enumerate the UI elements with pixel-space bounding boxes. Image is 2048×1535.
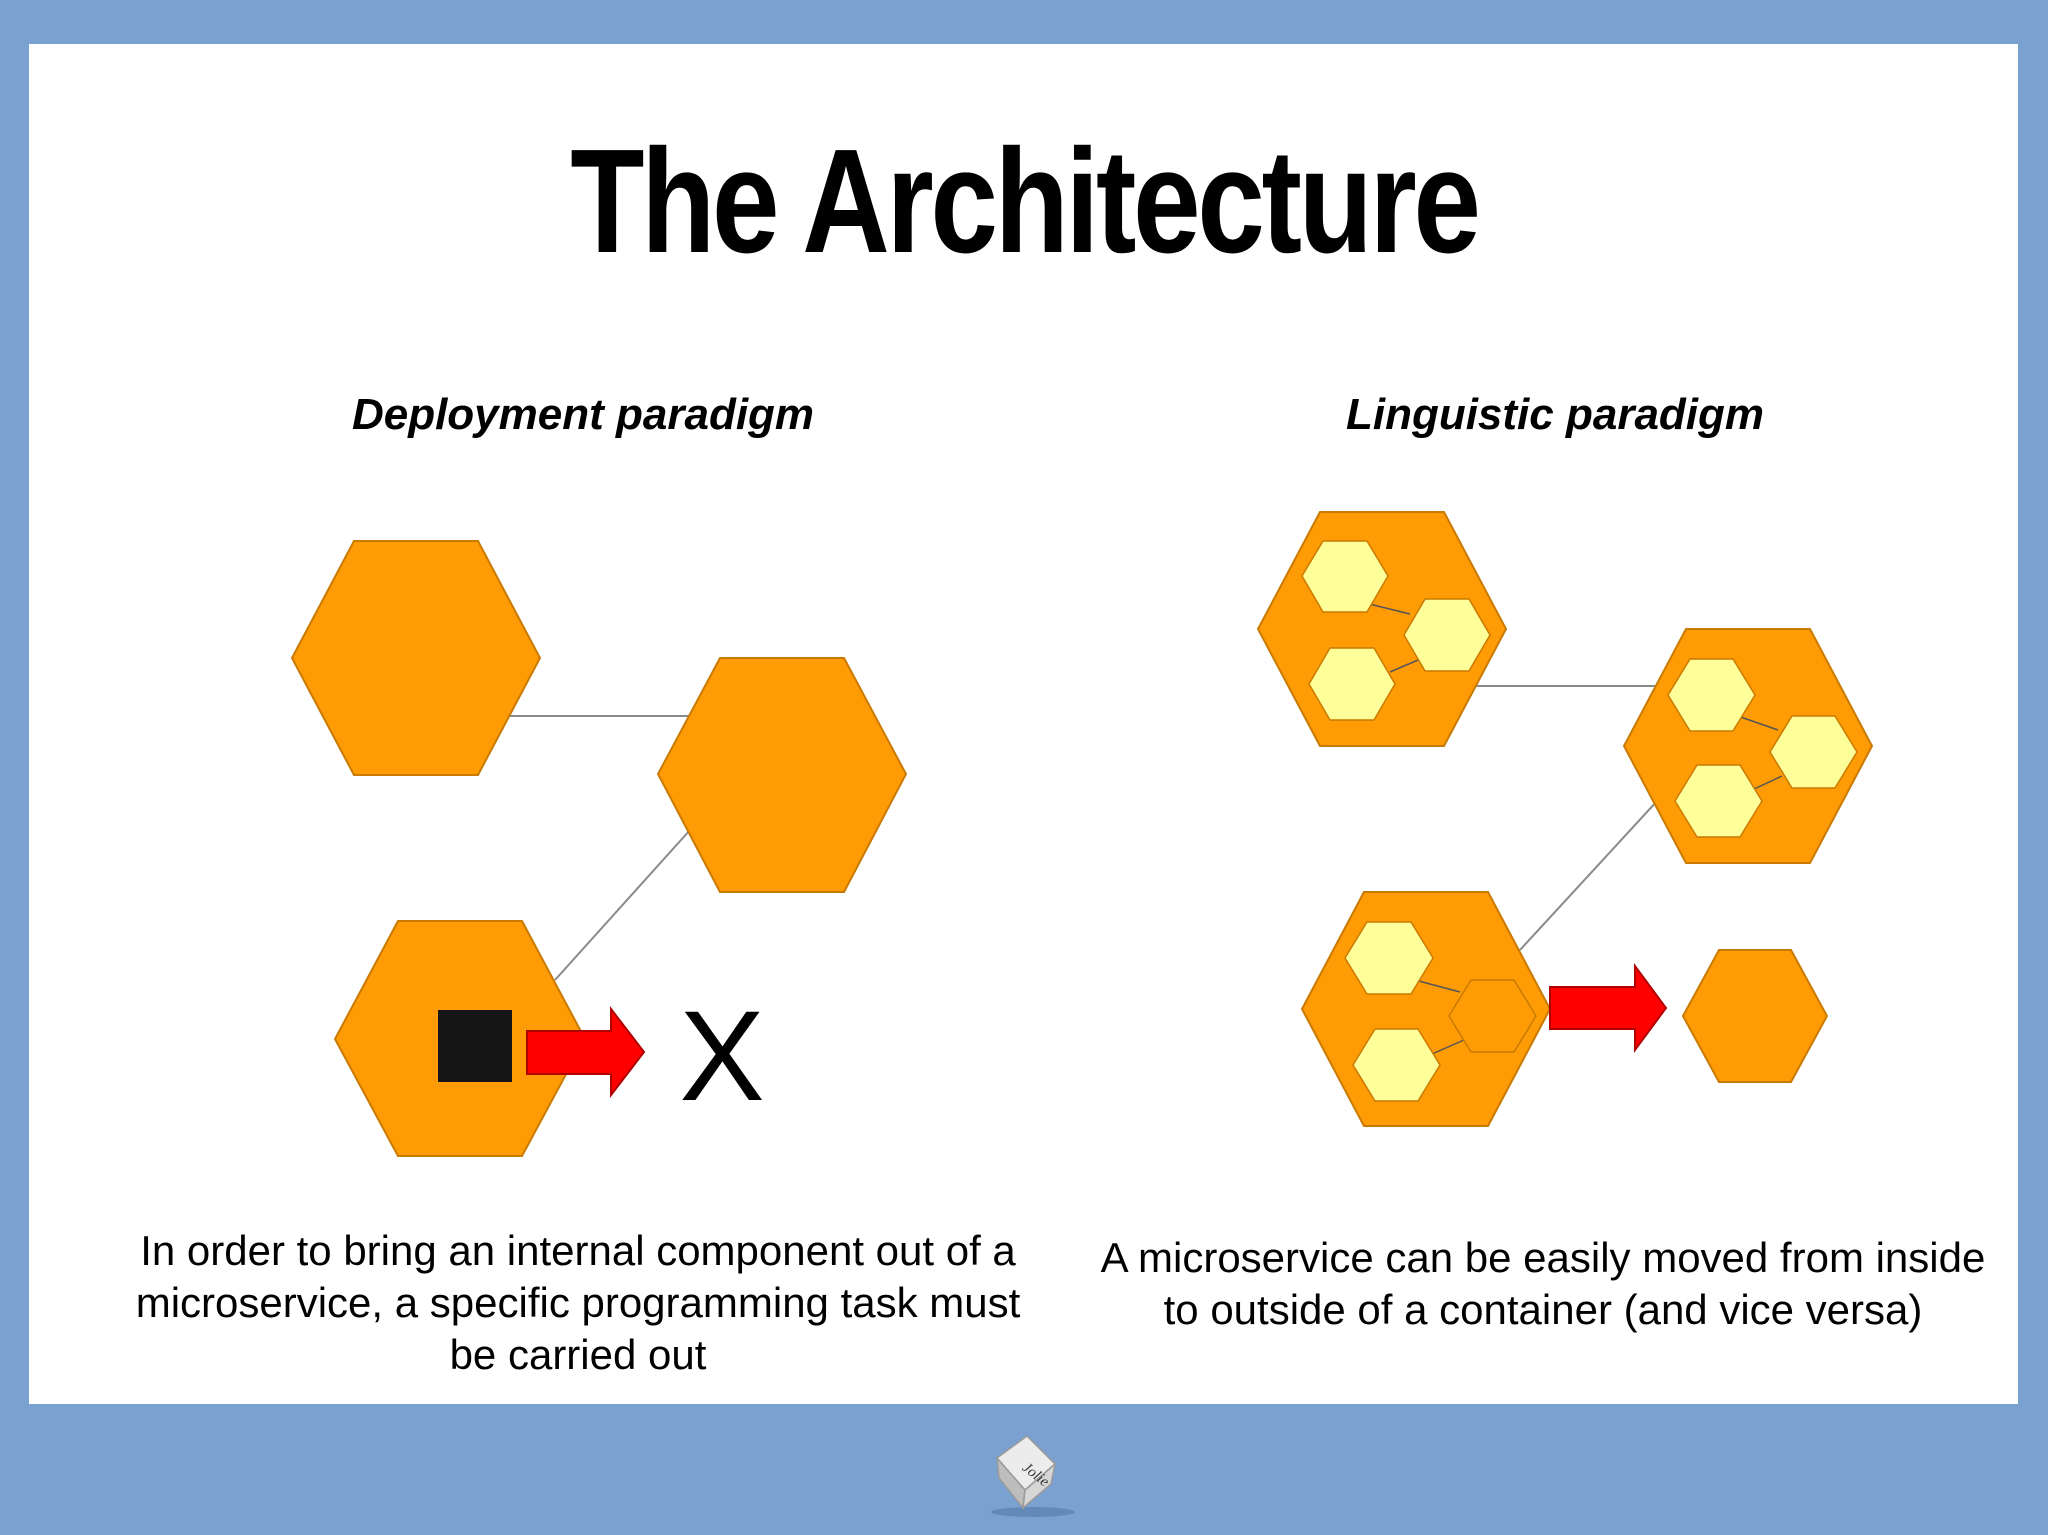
inner-microservice-hex	[1344, 921, 1434, 995]
standalone-microservice-hex	[1681, 949, 1829, 1083]
inner-microservice-hex	[1308, 647, 1396, 721]
linguistic-caption: A microservice can be easily moved from …	[1100, 1234, 1986, 1333]
inner-microservice-hex	[1352, 1028, 1441, 1102]
inner-microservice-hex	[1674, 764, 1763, 838]
inner-connector	[1389, 659, 1419, 673]
inner-connector	[1734, 714, 1779, 731]
inner-connector	[1431, 1039, 1465, 1055]
microservice-hex	[656, 657, 908, 893]
container-hex	[1300, 891, 1552, 1127]
connector-line	[1519, 799, 1659, 951]
move-arrow	[1549, 962, 1668, 1054]
inner-microservice-hex	[1769, 715, 1858, 789]
inner-microservice-hex	[1667, 658, 1756, 732]
linguistic-heading: Linguistic paradigm	[1345, 390, 1765, 439]
deployment-heading: Deployment paradigm	[351, 390, 815, 439]
inner-connector	[1414, 979, 1461, 993]
deployment-diagram: X	[290, 540, 908, 1157]
move-arrow	[526, 1006, 646, 1098]
linguistic-diagram	[1256, 511, 1874, 1127]
internal-component-square	[438, 1010, 512, 1082]
inner-microservice-hex	[1301, 540, 1389, 613]
page-title: The Architecture	[570, 119, 1481, 284]
inner-connector	[1751, 775, 1783, 791]
blocked-x-mark: X	[679, 985, 764, 1128]
empty-slot-hex	[1448, 979, 1537, 1053]
deployment-caption: In order to bring an internal component …	[135, 1227, 1021, 1378]
jolie-cube-icon: Jolie	[991, 1435, 1075, 1517]
microservice-hex	[290, 540, 542, 776]
inner-microservice-hex	[1403, 598, 1491, 672]
connector-line	[554, 829, 691, 981]
